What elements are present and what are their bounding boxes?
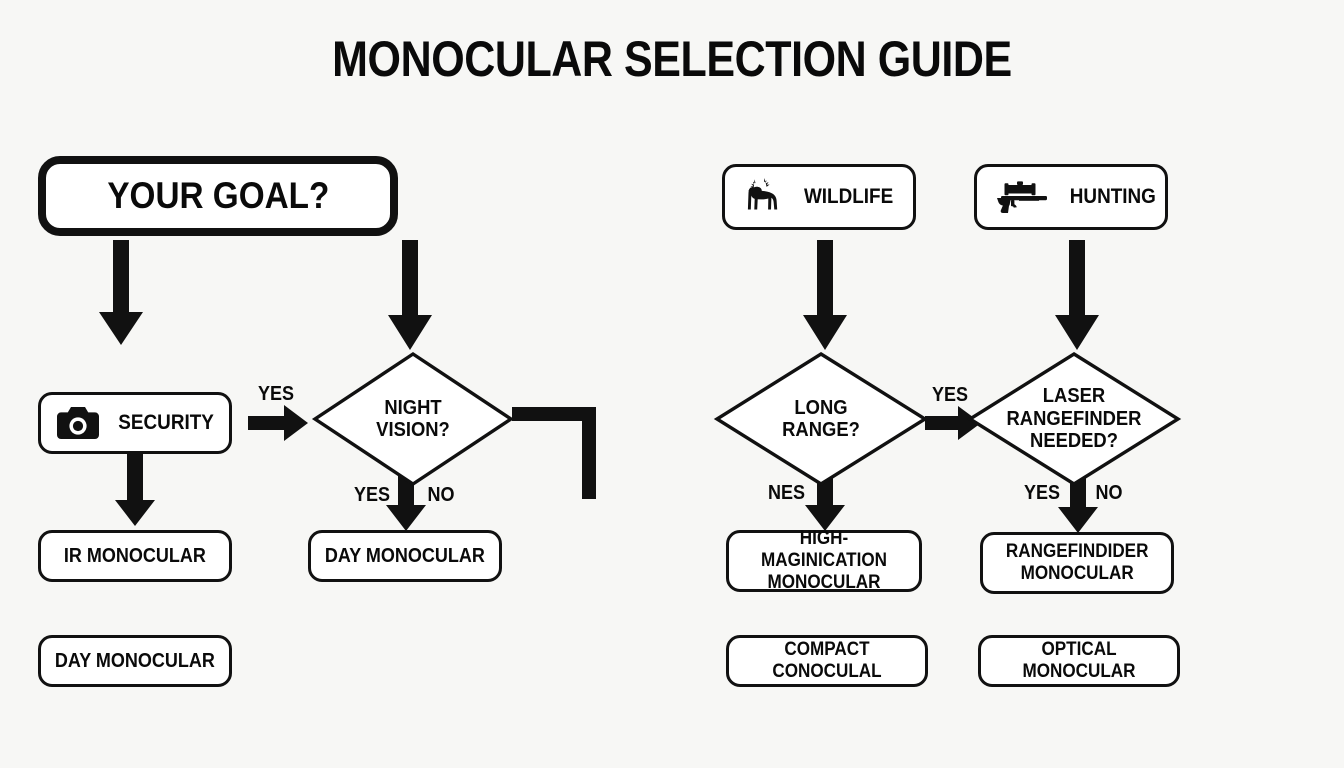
edge-label-laser-no: NO	[1095, 482, 1123, 504]
result-node-ir-monocular-label: IR MONOCULAR	[63, 544, 206, 567]
result-node-day-monocular-alt[interactable]: DAY MONOCULAR	[38, 635, 232, 687]
decision-node-night-vision[interactable]: NIGHT VISION?	[311, 351, 515, 487]
result-node-compact-conocular-label: COMPACT CONOCULAL	[772, 639, 882, 682]
result-node-compact-conocular[interactable]: COMPACT CONOCULAL	[726, 635, 928, 687]
page-title: MONOCULAR SELECTION GUIDE	[332, 31, 1012, 87]
result-node-rangefinder-monocular[interactable]: RANGEFINDIDER MONOCULAR	[980, 532, 1174, 594]
result-node-ir-monocular[interactable]: IR MONOCULAR	[38, 530, 232, 582]
decision-node-night-vision-label: NIGHT VISION?	[376, 396, 450, 441]
connector-start-to-security	[99, 240, 143, 345]
deer-icon	[747, 178, 778, 210]
option-node-wildlife-label: WILDLIFE	[803, 184, 894, 208]
connector-hunting-to-laser-rangefinder	[1055, 240, 1099, 350]
connector-long-range-to-high-magnification	[805, 462, 845, 531]
option-node-wildlife[interactable]: WILDLIFE	[722, 164, 916, 230]
result-node-high-magnification-label: HIGH-MAGINICATION MONOCULAR	[760, 528, 888, 593]
start-node-label: YOUR GOAL?	[106, 174, 329, 216]
connector-security-to-night-vision	[248, 405, 308, 441]
edge-label-night-vision-yes: YES	[354, 484, 391, 506]
result-node-day-monocular-alt-label: DAY MONOCULAR	[54, 649, 216, 672]
edge-label-long-range-yes: YES	[932, 384, 969, 406]
option-node-security[interactable]: SECURITY	[38, 392, 232, 454]
rifle-scope-icon	[997, 181, 1047, 213]
decision-node-laser-rangefinder[interactable]: LASER RANGEFINDER NEEDED?	[966, 351, 1182, 487]
connector-long-range-to-laser	[925, 406, 981, 440]
connector-start-to-night-vision	[388, 240, 432, 350]
edge-label-security-yes: YES	[258, 383, 295, 405]
result-node-optical-monocular-label: OPTICAL MONOCULAR	[1022, 639, 1136, 682]
option-node-hunting-label: HUNTING	[1069, 184, 1156, 208]
decision-node-laser-rangefinder-label: LASER RANGEFINDER NEEDED?	[1006, 385, 1142, 453]
edge-label-long-range-nes: NES	[768, 482, 806, 504]
result-node-rangefinder-monocular-label: RANGEFINDIDER MONOCULAR	[1005, 541, 1149, 584]
result-node-day-monocular-branch-label: DAY MONOCULAR	[324, 544, 486, 567]
connector-wildlife-to-long-range	[803, 240, 847, 350]
decision-node-long-range[interactable]: LONG RANGE?	[713, 351, 929, 487]
connector-night-vision-to-day-monocular	[386, 462, 426, 531]
connector-laser-to-rangefinder-monocular	[1058, 462, 1098, 533]
result-node-optical-monocular[interactable]: OPTICAL MONOCULAR	[978, 635, 1180, 687]
decision-node-long-range-label: LONG RANGE?	[782, 396, 860, 441]
start-node-your-goal[interactable]: YOUR GOAL?	[38, 156, 398, 236]
option-node-security-label: SECURITY	[118, 410, 214, 434]
result-node-high-magnification[interactable]: HIGH-MAGINICATION MONOCULAR	[726, 528, 922, 593]
edge-label-laser-yes: YES	[1024, 482, 1061, 504]
edge-label-night-vision-no: NO	[427, 484, 455, 506]
camera-icon	[57, 407, 99, 439]
option-node-hunting[interactable]: HUNTING	[974, 164, 1168, 230]
result-node-day-monocular-branch[interactable]: DAY MONOCULAR	[308, 530, 502, 582]
connector-night-vision-elbow	[512, 407, 596, 499]
connector-security-to-ir-monocular	[115, 452, 155, 526]
